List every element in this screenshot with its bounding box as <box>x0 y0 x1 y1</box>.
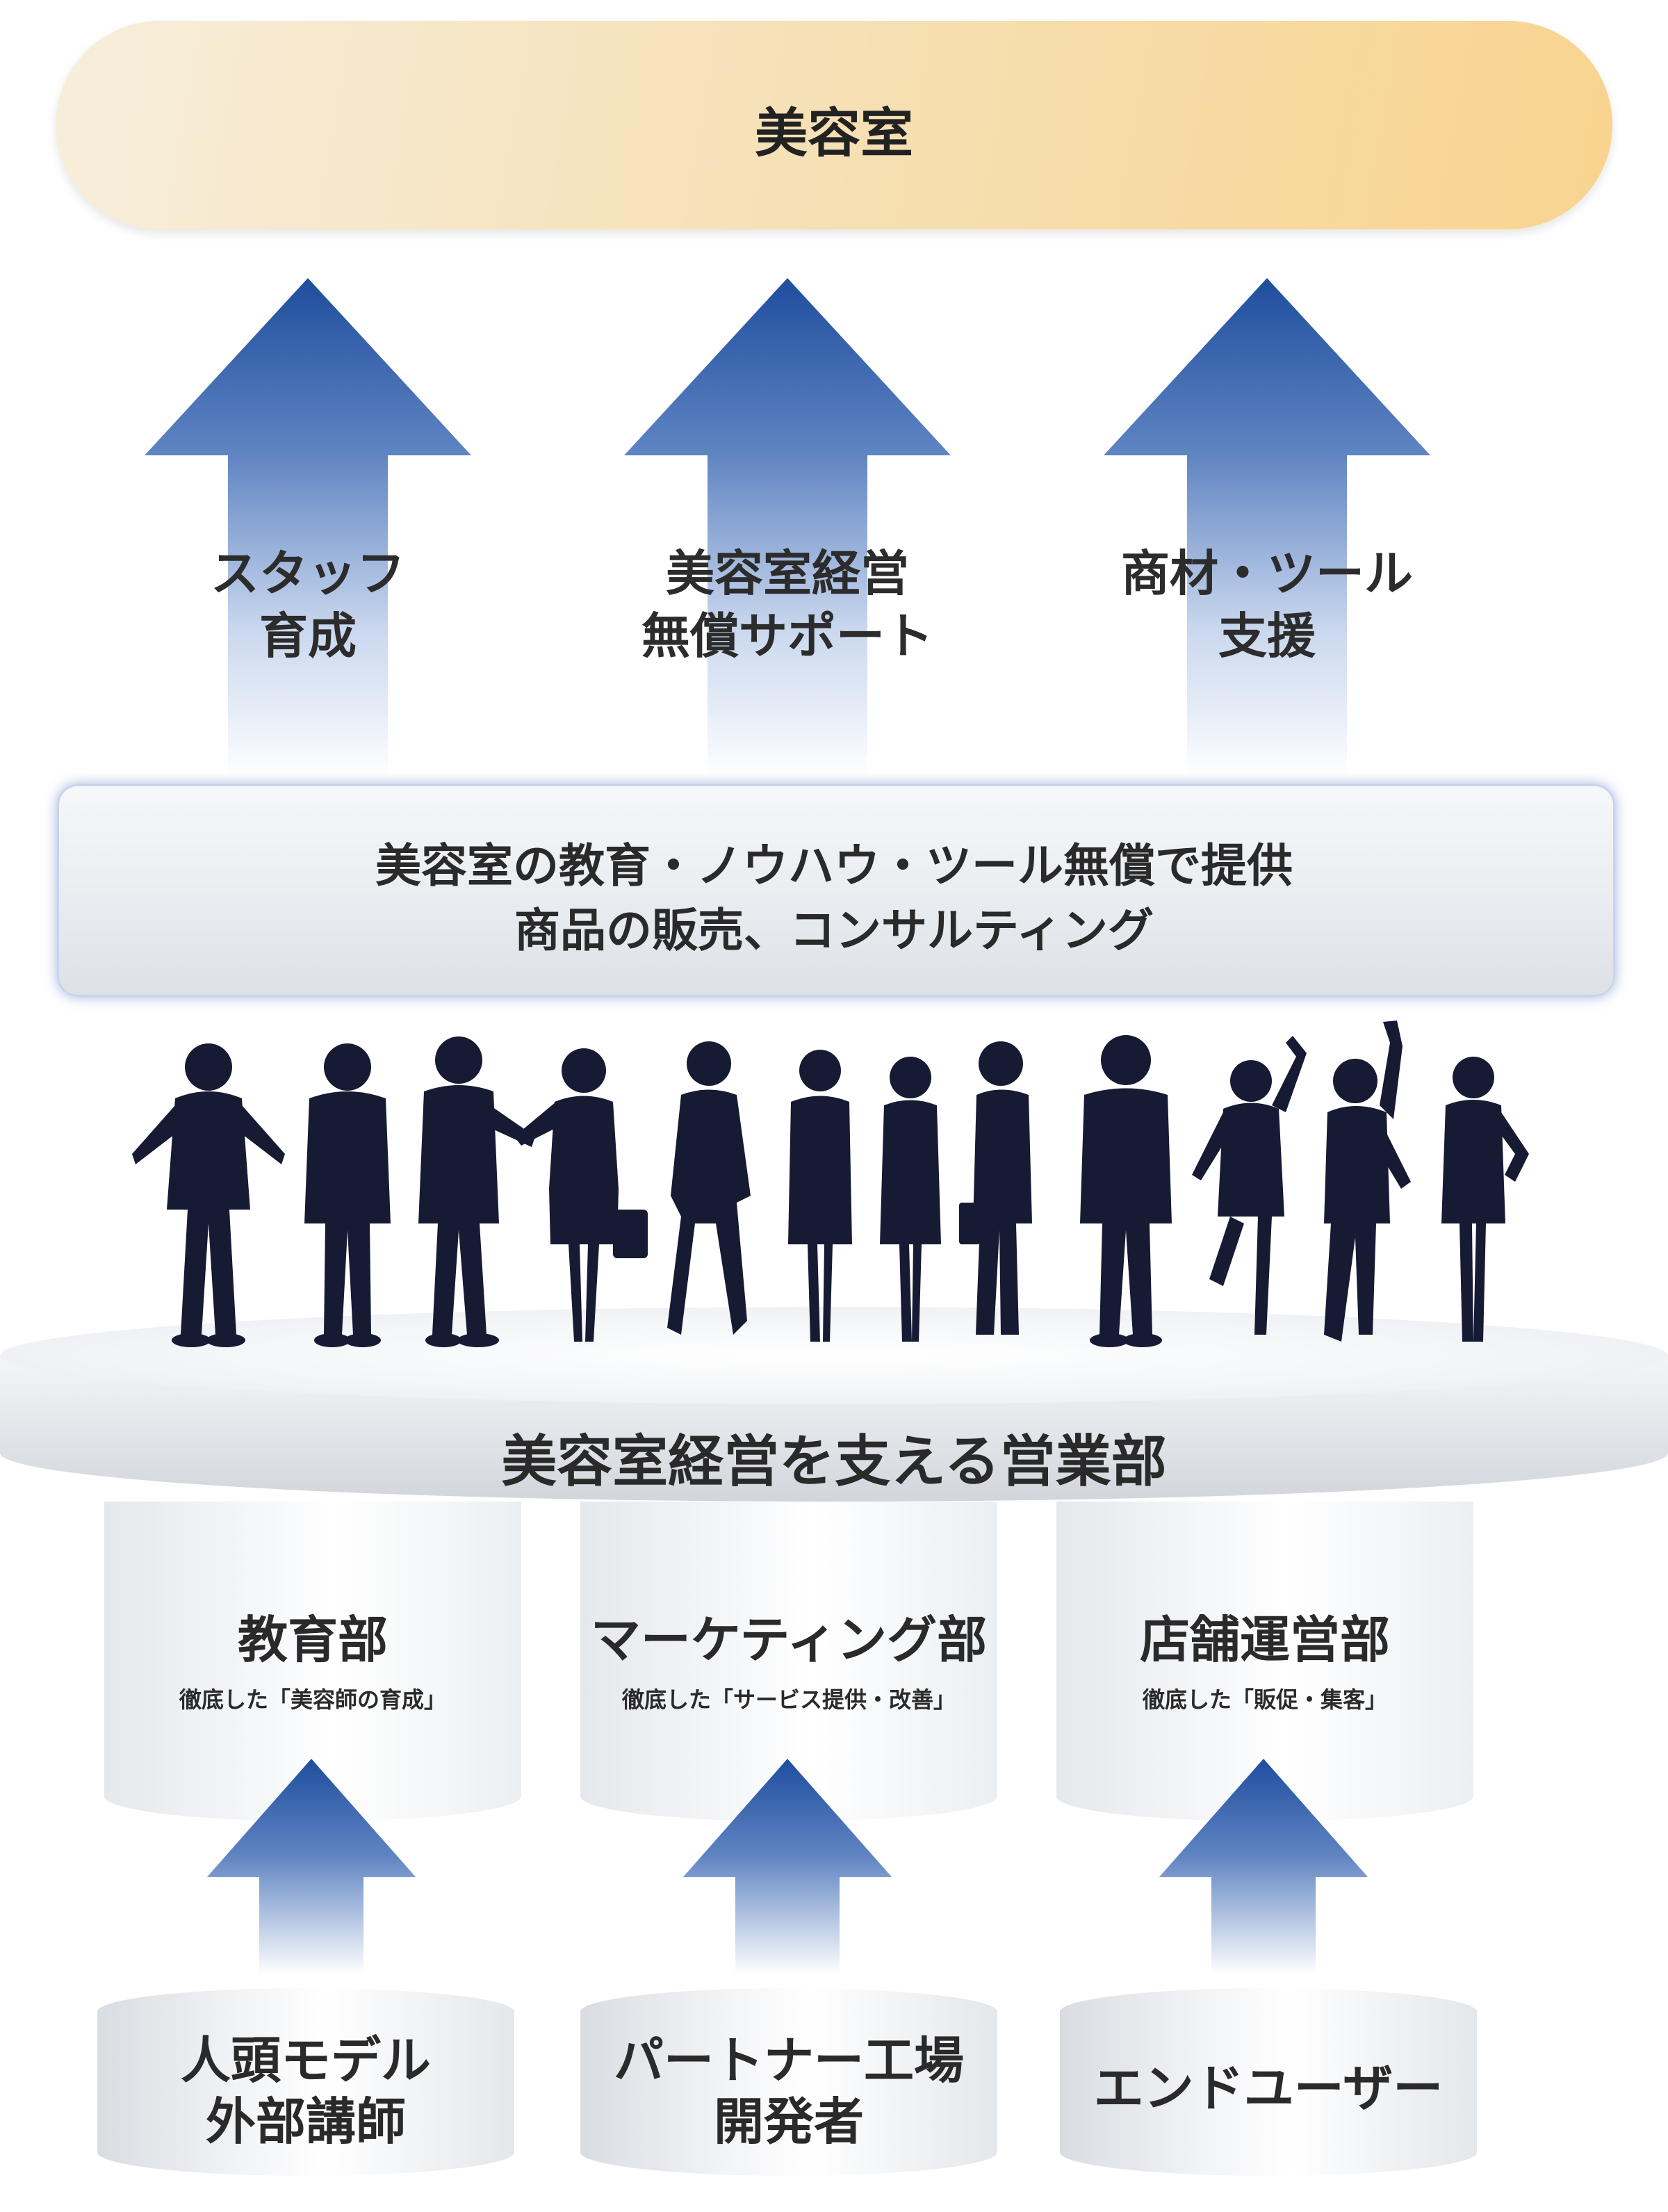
arrow-label-staff-line2: 育成 <box>259 608 357 665</box>
source-label-models-line1: 人頭モデル <box>180 2031 431 2090</box>
up-arrow-icon <box>683 1759 892 1974</box>
source-cylinder-partners <box>580 1988 997 2176</box>
source-cylinder-end-users <box>1060 1988 1477 2176</box>
person-silhouette <box>1324 1020 1411 1342</box>
dept-desc-marketing: 徹底した「サービス提供・改善」 <box>621 1686 956 1713</box>
source-label-models-line2: 外部講師 <box>205 2092 406 2151</box>
up-arrow-icon <box>624 278 951 779</box>
dept-desc-education: 徹底した「美容師の育成」 <box>179 1686 446 1713</box>
dept-name-marketing: マーケティング部 <box>590 1611 988 1669</box>
platform-top <box>0 1307 1668 1404</box>
person-silhouette <box>880 1057 941 1342</box>
service-box <box>57 784 1615 997</box>
source-label-partners-line2: 開発者 <box>713 2092 864 2151</box>
arrow-label-tools-line2: 支援 <box>1218 608 1316 665</box>
up-arrow-icon <box>145 278 471 779</box>
person-silhouette <box>959 1041 1032 1335</box>
source-label-partners-line1: パートナー工場 <box>613 2031 964 2090</box>
person-silhouette <box>1441 1057 1529 1342</box>
person-silhouette <box>1192 1036 1307 1335</box>
dept-desc-store-ops: 徹底した「販促・集客」 <box>1142 1686 1387 1713</box>
up-arrow-icon <box>1159 1759 1368 1974</box>
up-arrow-icon <box>207 1759 416 1974</box>
arrow-label-tools-line1: 商材・ツール <box>1121 545 1413 602</box>
platform-title: 美容室経営を支える営業部 <box>501 1429 1167 1494</box>
person-silhouette <box>304 1043 391 1347</box>
business-people-silhouettes <box>132 1020 1529 1347</box>
up-arrow-icon <box>1104 278 1430 779</box>
service-line-2: 商品の販売、コンサルティング <box>514 904 1154 957</box>
person-silhouette <box>1080 1035 1172 1347</box>
salon-title: 美容室 <box>755 102 913 164</box>
source-label-end-users: エンドユーザー <box>1093 2059 1444 2117</box>
person-silhouette <box>418 1036 535 1347</box>
dept-name-education: 教育部 <box>237 1611 388 1669</box>
dept-name-store-ops: 店舗運営部 <box>1139 1611 1390 1669</box>
source-cylinder-models <box>97 1988 514 2176</box>
person-silhouette <box>514 1048 648 1342</box>
arrow-label-management-line1: 美容室経営 <box>666 545 909 602</box>
person-silhouette <box>788 1050 852 1342</box>
service-line-1: 美容室の教育・ノウハウ・ツール無償で提供 <box>375 839 1293 893</box>
arrow-label-staff-line1: スタッフ <box>211 545 405 602</box>
person-silhouette <box>667 1041 751 1335</box>
arrow-label-management-line2: 無償サポート <box>641 608 933 665</box>
salon-banner <box>56 21 1612 229</box>
person-silhouette <box>132 1043 285 1347</box>
